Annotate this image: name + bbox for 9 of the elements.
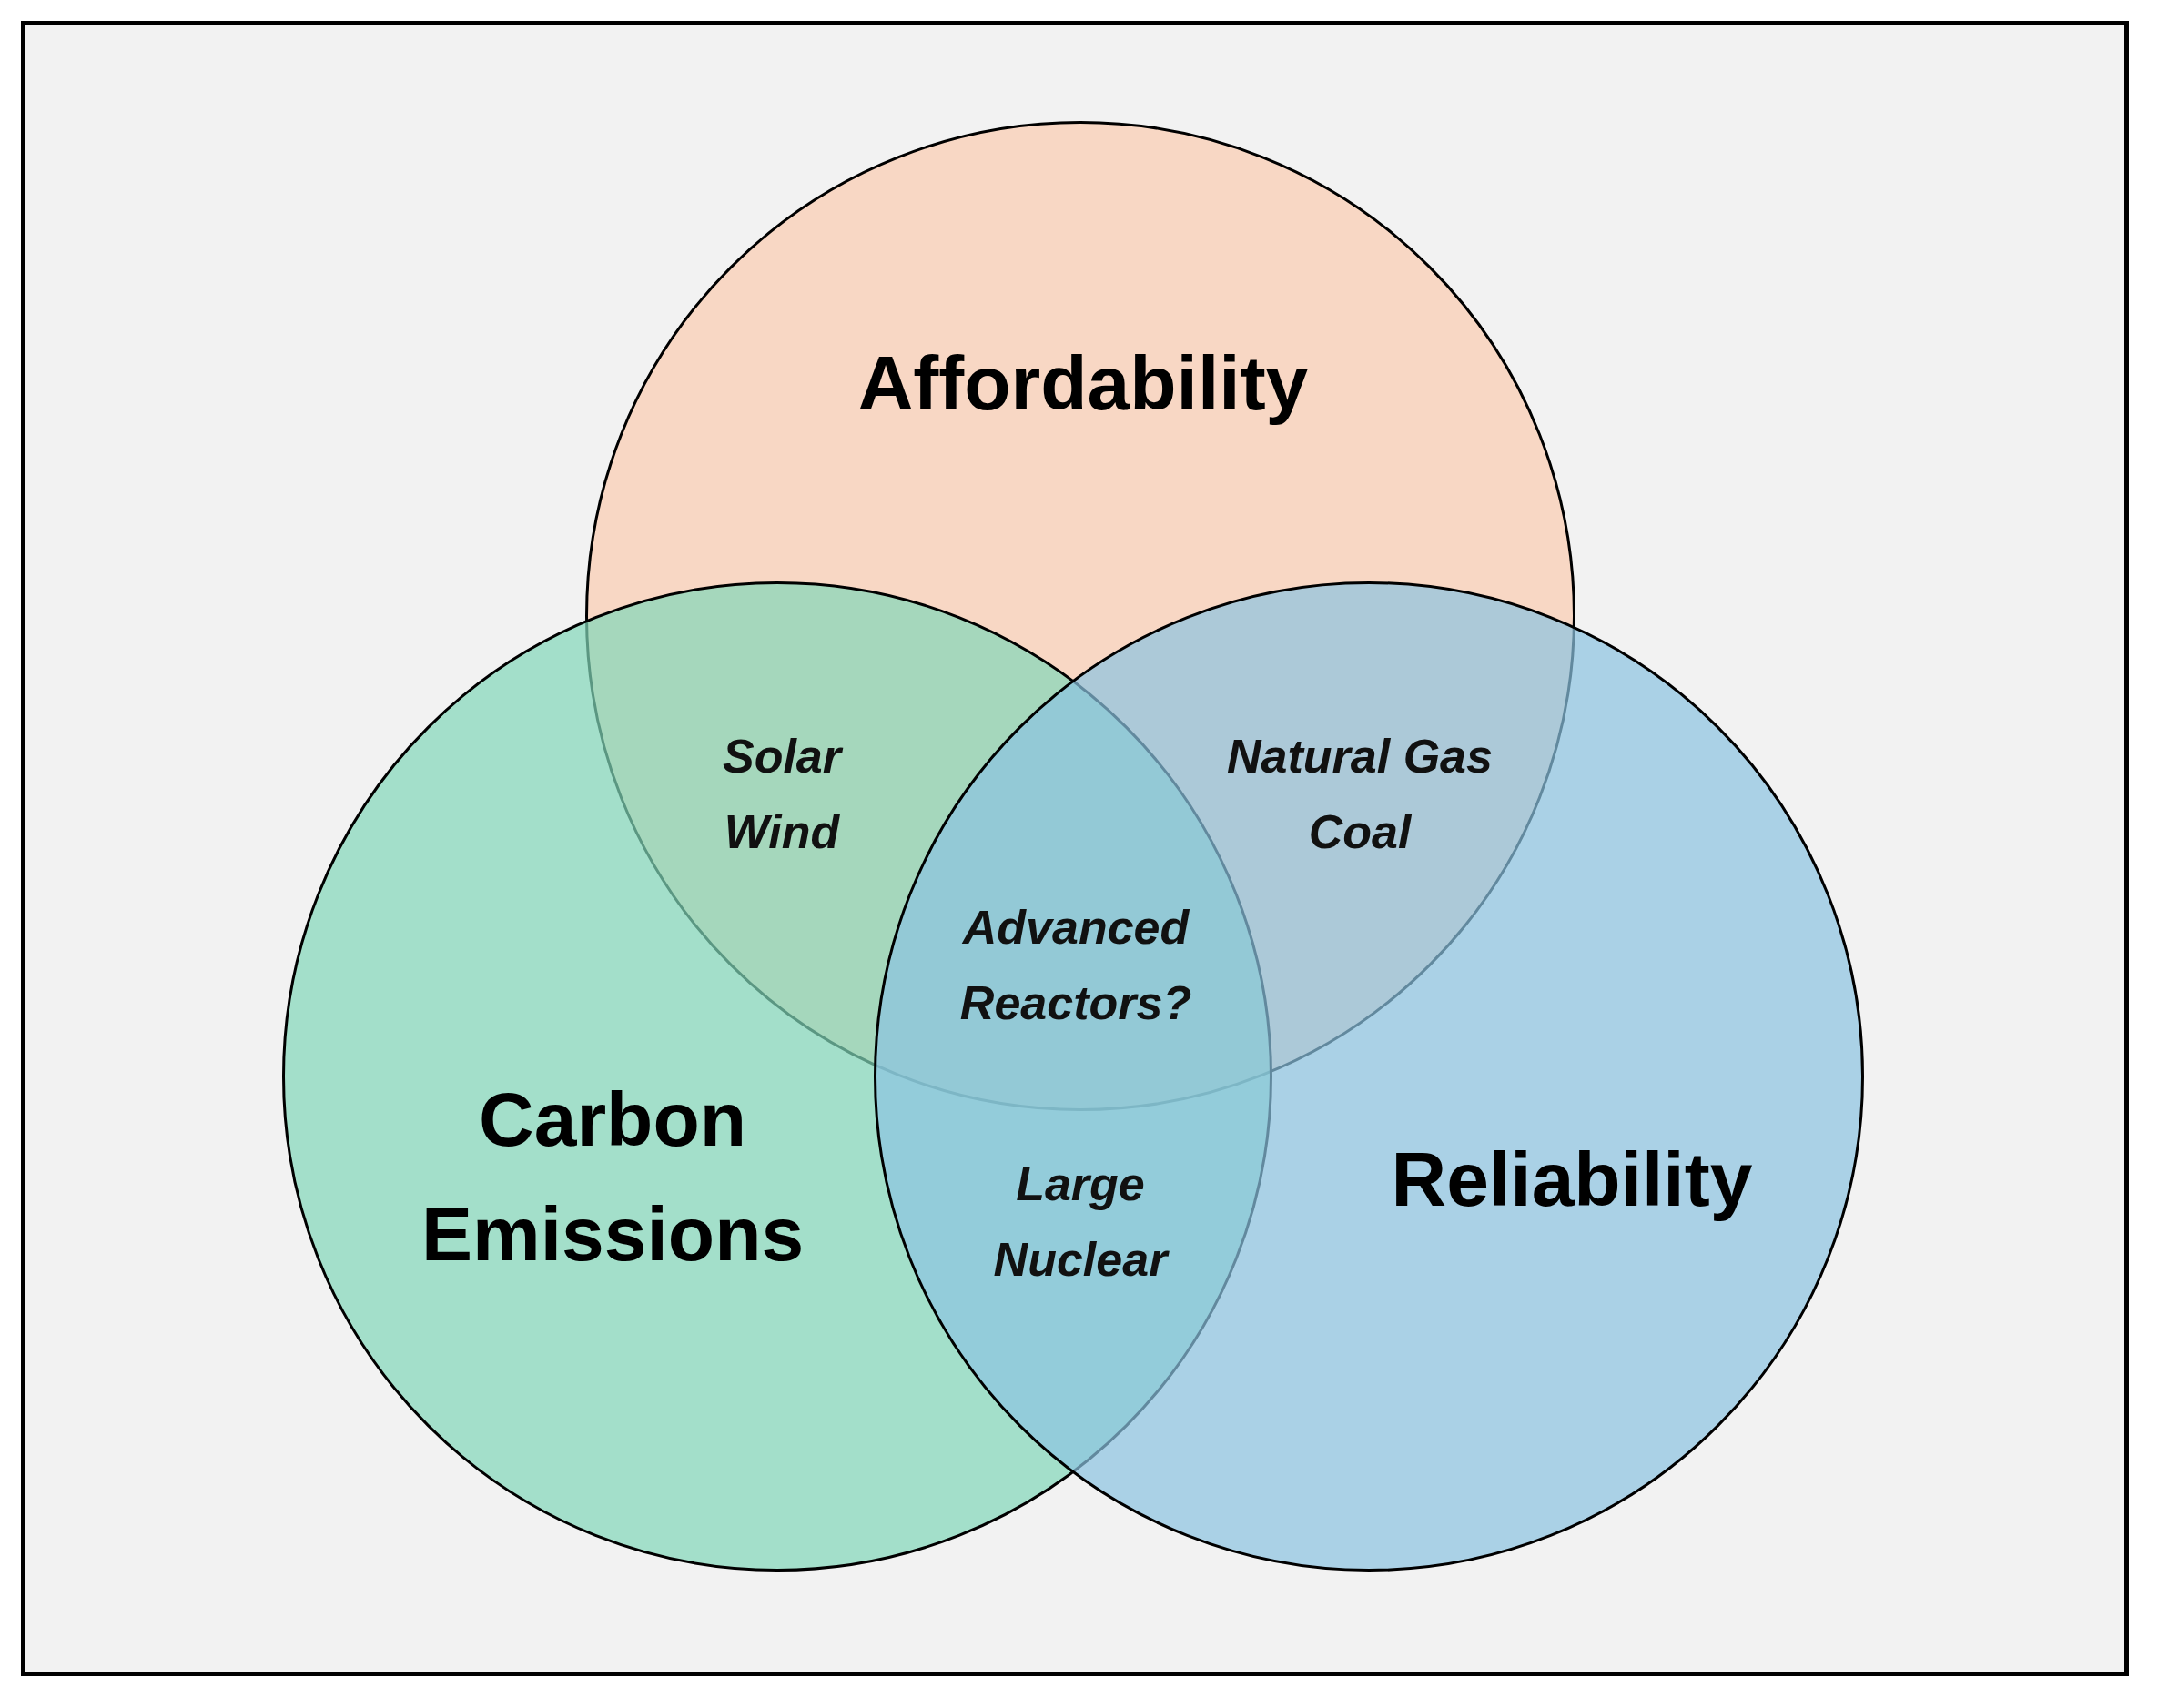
circle-title: Reliability — [1390, 1136, 1754, 1224]
circle-title: Carbon Emissions — [421, 1076, 804, 1278]
region-label: Large Nuclear — [992, 1156, 1170, 1288]
region-label: Wind — [723, 804, 841, 861]
region-label: Natural Gas — [1226, 729, 1494, 785]
region-label: Coal — [1307, 804, 1413, 861]
region-label: Solar — [721, 729, 845, 785]
region-label: Advanced Reactors? — [958, 899, 1193, 1031]
circle-title: Affordability — [856, 339, 1310, 428]
